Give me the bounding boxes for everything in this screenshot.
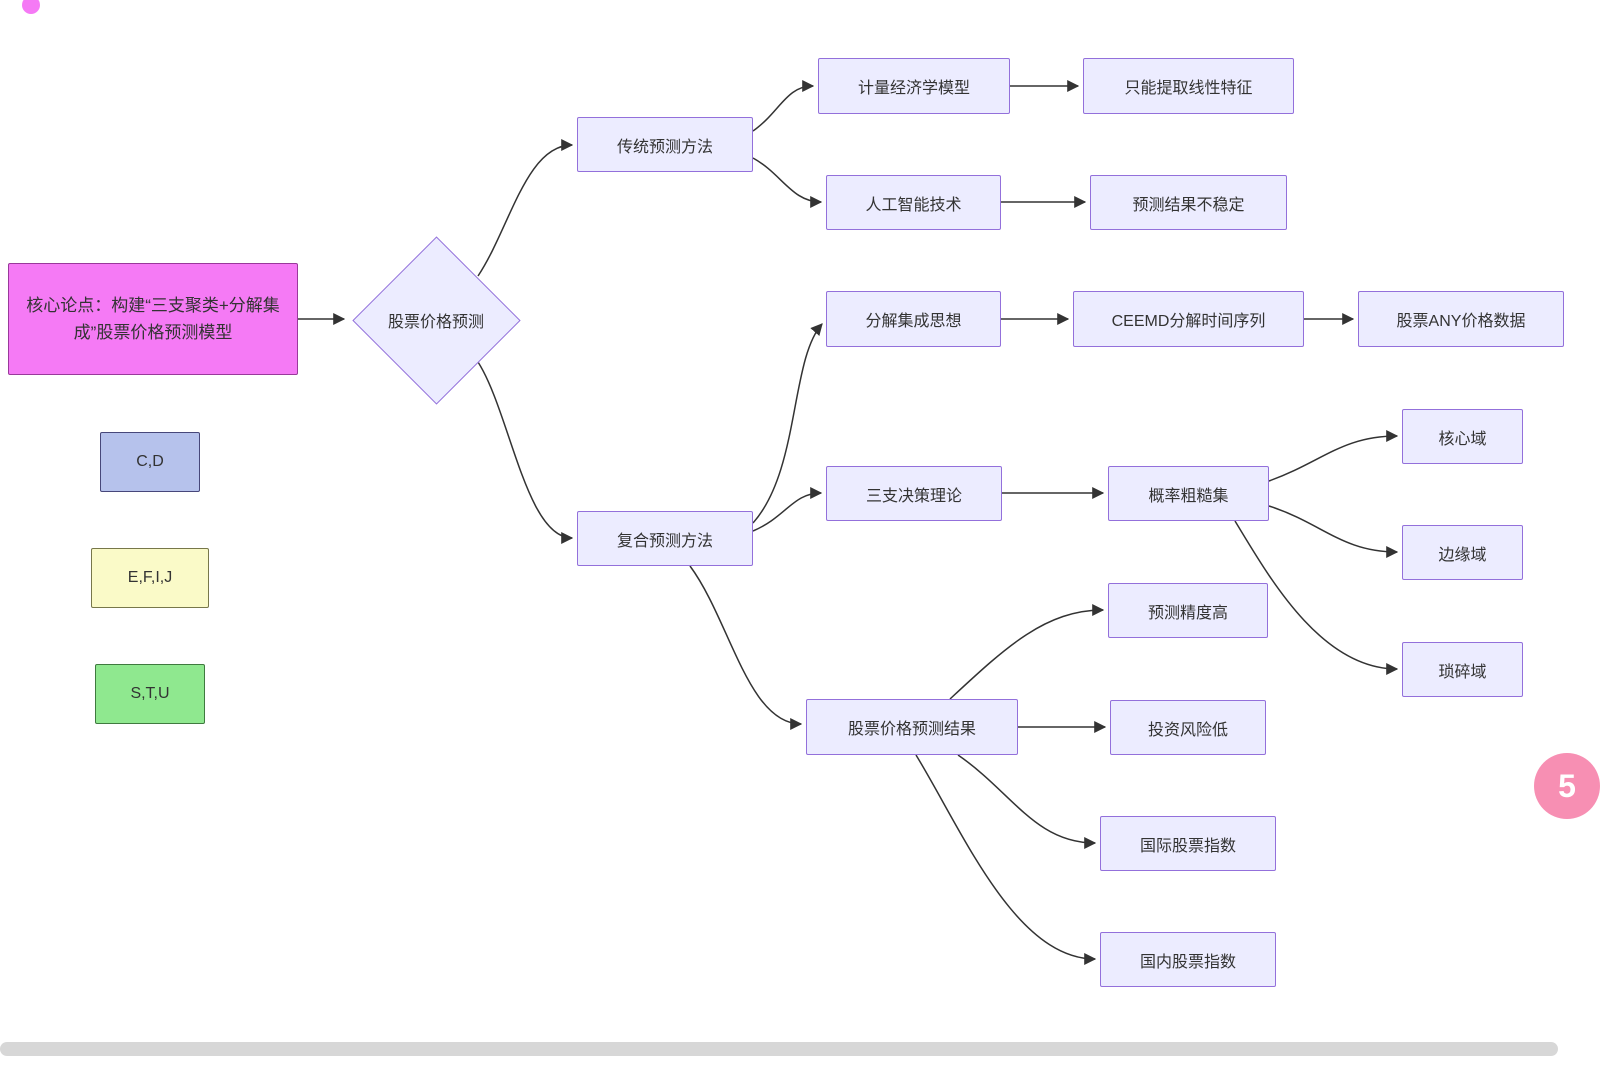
- node-domestic-stock-index-label: 国内股票指数: [1139, 953, 1236, 971]
- edge-composite-to-threeway: [752, 487, 823, 532]
- node-three-way-decision-theory-label: 三支决策理论: [865, 487, 962, 505]
- node-probabilistic-rough-set-label: 概率粗糙集: [1148, 487, 1229, 505]
- node-econometric-model: 计量经济学模型: [818, 58, 1010, 114]
- legend-item-stu-label: S,T,U: [130, 685, 170, 702]
- legend-item-cd: C,D: [100, 432, 200, 492]
- node-traditional-methods: 传统预测方法: [577, 117, 753, 172]
- node-international-stock-index: 国际股票指数: [1100, 816, 1276, 871]
- node-prediction-result: 股票价格预测结果: [806, 699, 1018, 755]
- edge-composite-to-decomposition: [752, 323, 823, 524]
- node-edge-domain-label: 边缘域: [1438, 546, 1487, 564]
- node-ai-technology-label: 人工智能技术: [865, 196, 962, 214]
- node-linear-features-only-label: 只能提取线性特征: [1124, 80, 1253, 97]
- node-core-thesis-label: 核心论点：构建“三支聚类+分解集成”股票价格预测模型: [26, 295, 280, 342]
- pink-dot: [22, 0, 40, 14]
- node-three-way-decision-theory: 三支决策理论: [826, 466, 1002, 521]
- node-composite-methods: 复合预测方法: [577, 511, 753, 566]
- floating-badge-label: 5: [1558, 767, 1576, 804]
- legend-item-stu: S,T,U: [95, 664, 205, 724]
- node-low-investment-risk-label: 投资风险低: [1147, 721, 1228, 739]
- node-core-thesis: 核心论点：构建“三支聚类+分解集成”股票价格预测模型: [8, 263, 298, 375]
- node-probabilistic-rough-set: 概率粗糙集: [1108, 466, 1269, 521]
- legend-item-efij: E,F,I,J: [91, 548, 209, 608]
- horizontal-scrollbar[interactable]: [0, 1042, 1558, 1056]
- edge-result-to-intl: [957, 754, 1097, 849]
- node-trivial-domain: 琐碎域: [1402, 642, 1523, 697]
- node-core-domain: 核心域: [1402, 409, 1523, 464]
- edge-composite-to-result: [689, 565, 803, 730]
- node-edge-domain: 边缘域: [1402, 525, 1523, 580]
- edge-decision-to-traditional: [477, 139, 574, 277]
- node-trivial-domain-label: 琐碎域: [1438, 663, 1487, 681]
- node-econometric-model-label: 计量经济学模型: [857, 80, 970, 97]
- edge-roughset-to-edge-domain: [1268, 505, 1399, 558]
- node-prediction-result-label: 股票价格预测结果: [847, 721, 976, 738]
- node-unstable-results-label: 预测结果不稳定: [1132, 196, 1245, 214]
- floating-badge[interactable]: 5: [1534, 753, 1600, 819]
- node-ceemd-decompose: CEEMD分解时间序列: [1073, 291, 1304, 347]
- node-decomposition-ensemble: 分解集成思想: [826, 291, 1001, 347]
- node-composite-methods-label: 复合预测方法: [616, 532, 713, 550]
- node-stock-any-price-data-label: 股票ANY价格数据: [1396, 313, 1526, 330]
- node-domestic-stock-index: 国内股票指数: [1100, 932, 1276, 987]
- node-low-investment-risk: 投资风险低: [1110, 700, 1266, 755]
- node-linear-features-only: 只能提取线性特征: [1083, 58, 1294, 114]
- node-ceemd-decompose-label: CEEMD分解时间序列: [1111, 313, 1266, 330]
- node-high-accuracy-label: 预测精度高: [1147, 604, 1228, 622]
- legend-item-cd-label: C,D: [136, 453, 164, 470]
- node-stock-price-prediction: 股票价格预测: [351, 235, 521, 405]
- node-decomposition-ensemble-label: 分解集成思想: [865, 313, 962, 330]
- edge-roughset-to-core: [1268, 430, 1399, 482]
- node-ai-technology: 人工智能技术: [826, 175, 1001, 230]
- edge-traditional-to-ai: [752, 157, 823, 208]
- edge-roughset-to-trivial: [1234, 520, 1399, 675]
- edge-decision-to-composite: [477, 361, 574, 544]
- edge-traditional-to-econometric: [752, 80, 815, 132]
- node-traditional-methods-label: 传统预测方法: [616, 138, 713, 156]
- node-unstable-results: 预测结果不稳定: [1090, 175, 1287, 230]
- legend-item-efij-label: E,F,I,J: [127, 569, 173, 586]
- edge-result-to-accuracy: [949, 604, 1105, 700]
- node-high-accuracy: 预测精度高: [1108, 583, 1268, 638]
- node-stock-any-price-data: 股票ANY价格数据: [1358, 291, 1564, 347]
- node-stock-price-prediction-label: 股票价格预测: [387, 314, 484, 331]
- edge-result-to-domestic: [915, 754, 1097, 965]
- node-core-domain-label: 核心域: [1438, 430, 1487, 448]
- node-international-stock-index-label: 国际股票指数: [1139, 837, 1236, 855]
